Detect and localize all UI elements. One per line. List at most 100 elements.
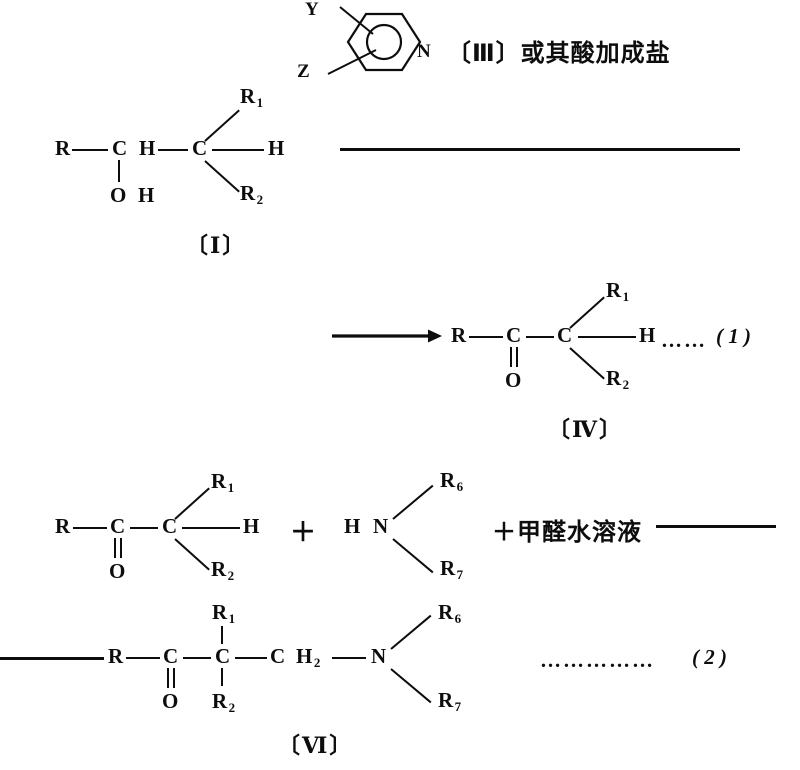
s4-atom-o: O [505, 368, 522, 392]
s4b-atom-c1: C [110, 514, 126, 538]
s4b-atom-r2: R2 [211, 559, 235, 582]
scheme-rule-bottom [0, 657, 104, 660]
s1-bond-c2-r1 [204, 109, 240, 142]
s4-leader-dots: …… [661, 328, 707, 352]
amine-atom-r6: R6 [440, 470, 464, 493]
amine-atom-n: N [373, 514, 389, 538]
s1-atom-h1: H [139, 136, 156, 160]
s4-r2-subscript: 2 [622, 376, 630, 392]
s4b-atom-o: O [109, 559, 126, 583]
s4-atom-r2: R2 [606, 368, 630, 391]
s4-atom-h: H [639, 323, 656, 347]
reaction-arrow-1 [332, 326, 442, 346]
s4-bond-r-c1 [469, 336, 503, 338]
s4b-bond-r-c1 [73, 527, 107, 529]
s1-r2-subscript: 2 [256, 191, 264, 207]
s4b-r1-subscript: 1 [227, 479, 235, 495]
s1-bond-h1-c2 [158, 149, 188, 151]
s6-atom-r7: R7 [438, 690, 462, 713]
amine-atom-h: H [344, 514, 361, 538]
s1-r2-letter: R [240, 181, 256, 205]
s6-atom-r1: R1 [212, 602, 236, 625]
s1-atom-c2: C [192, 136, 208, 160]
s6-h3-subscript: 2 [313, 654, 321, 670]
structure-1-label: 〔Ⅰ〕 [186, 233, 247, 258]
s6-bond-n-r7 [390, 668, 432, 704]
s6-h3-letter: H [296, 644, 313, 668]
scheme-rule-top [340, 148, 740, 151]
s1-atom-c1: C [112, 136, 128, 160]
s1-bond-c2-r2 [204, 160, 240, 193]
s6-bond-c2-r2 [221, 668, 223, 686]
pyridine-ring-icon [327, 6, 422, 75]
s1-atom-o: O [110, 183, 127, 207]
s4-bond-c1-o-b [516, 347, 518, 367]
s6-atom-o: O [162, 689, 179, 713]
s4-atom-c2: C [557, 323, 573, 347]
s1-atom-r: R [55, 136, 71, 160]
s4b-r1-letter: R [211, 469, 227, 493]
s4b-r2-subscript: 2 [227, 567, 235, 583]
s6-bond-c2-r1 [221, 626, 223, 644]
s6-atom-h3: H2 [296, 646, 321, 669]
s6-r7-letter: R [438, 688, 454, 712]
equation-number-2: ( 2 ) [692, 645, 727, 669]
s4-r1-subscript: 1 [622, 288, 630, 304]
scheme-rule-middle [656, 525, 776, 528]
structure-4-label: 〔Ⅳ〕 [548, 417, 623, 442]
ring-nitrogen: N [417, 41, 432, 62]
s6-atom-r: R [108, 644, 124, 668]
amine-bond-n-r7 [392, 538, 434, 574]
s4-bond-c2-h [578, 336, 636, 338]
s6-atom-c1: C [163, 644, 179, 668]
s4b-atom-h: H [243, 514, 260, 538]
s4-atom-r1: R1 [606, 280, 630, 303]
s6-r6-letter: R [438, 600, 454, 624]
amine-r6-letter: R [440, 468, 456, 492]
s4b-r2-letter: R [211, 557, 227, 581]
plus-sign-1: ＋ [290, 518, 317, 547]
s6-atom-r6: R6 [438, 602, 462, 625]
s4b-bond-c2-r2 [174, 538, 210, 571]
pyridine-ring-group [318, 2, 438, 82]
s4-bond-c1-o-a [510, 347, 512, 367]
s6-bond-ch2-n [332, 657, 366, 659]
s6-r2-subscript: 2 [228, 699, 236, 715]
s6-atom-c2: C [215, 644, 231, 668]
s6-r6-subscript: 6 [454, 610, 462, 626]
amine-r7-subscript: 7 [456, 566, 464, 582]
s6-r1-letter: R [212, 600, 228, 624]
s4-r2-letter: R [606, 366, 622, 390]
s4-r1-letter: R [606, 278, 622, 302]
ring-substituent-z: Z [297, 61, 311, 82]
equation-number-1: ( 1 ) [716, 324, 751, 348]
s1-atom-r2: R2 [240, 183, 264, 206]
s4b-bond-c2-r1 [174, 487, 210, 520]
s4-atom-r: R [451, 323, 467, 347]
s6-bond-n-r6 [390, 614, 432, 650]
s4b-atom-c2: C [162, 514, 178, 538]
s1-r1-letter: R [240, 84, 256, 108]
s1-r1-subscript: 1 [256, 94, 264, 110]
s6-r2-letter: R [212, 689, 228, 713]
s4b-bond-c1-o-b [120, 538, 122, 558]
s1-bond-r-c1 [72, 149, 108, 151]
amine-r7-letter: R [440, 556, 456, 580]
s4b-atom-r: R [55, 514, 71, 538]
s6-bond-c1-c2 [183, 657, 211, 659]
amine-atom-r7: R7 [440, 558, 464, 581]
s4-bond-c2-r1 [569, 296, 605, 329]
s4b-atom-r1: R1 [211, 471, 235, 494]
s1-bond-c1-o [118, 160, 120, 182]
s4-bond-c2-r2 [569, 347, 605, 380]
s6-r7-subscript: 7 [454, 698, 462, 714]
s6-bond-c1-o-b [173, 668, 175, 688]
s6-atom-r2: R2 [212, 691, 236, 714]
s1-atom-h3: H [138, 183, 155, 207]
s4b-bond-c2-h [182, 527, 240, 529]
structure-6-label: 〔Ⅵ〕 [278, 733, 354, 758]
s4-bond-c1-c2 [526, 336, 554, 338]
ring-substituent-y: Y [305, 0, 320, 20]
s1-atom-r1: R1 [240, 86, 264, 109]
s6-bond-c1-o-a [167, 668, 169, 688]
